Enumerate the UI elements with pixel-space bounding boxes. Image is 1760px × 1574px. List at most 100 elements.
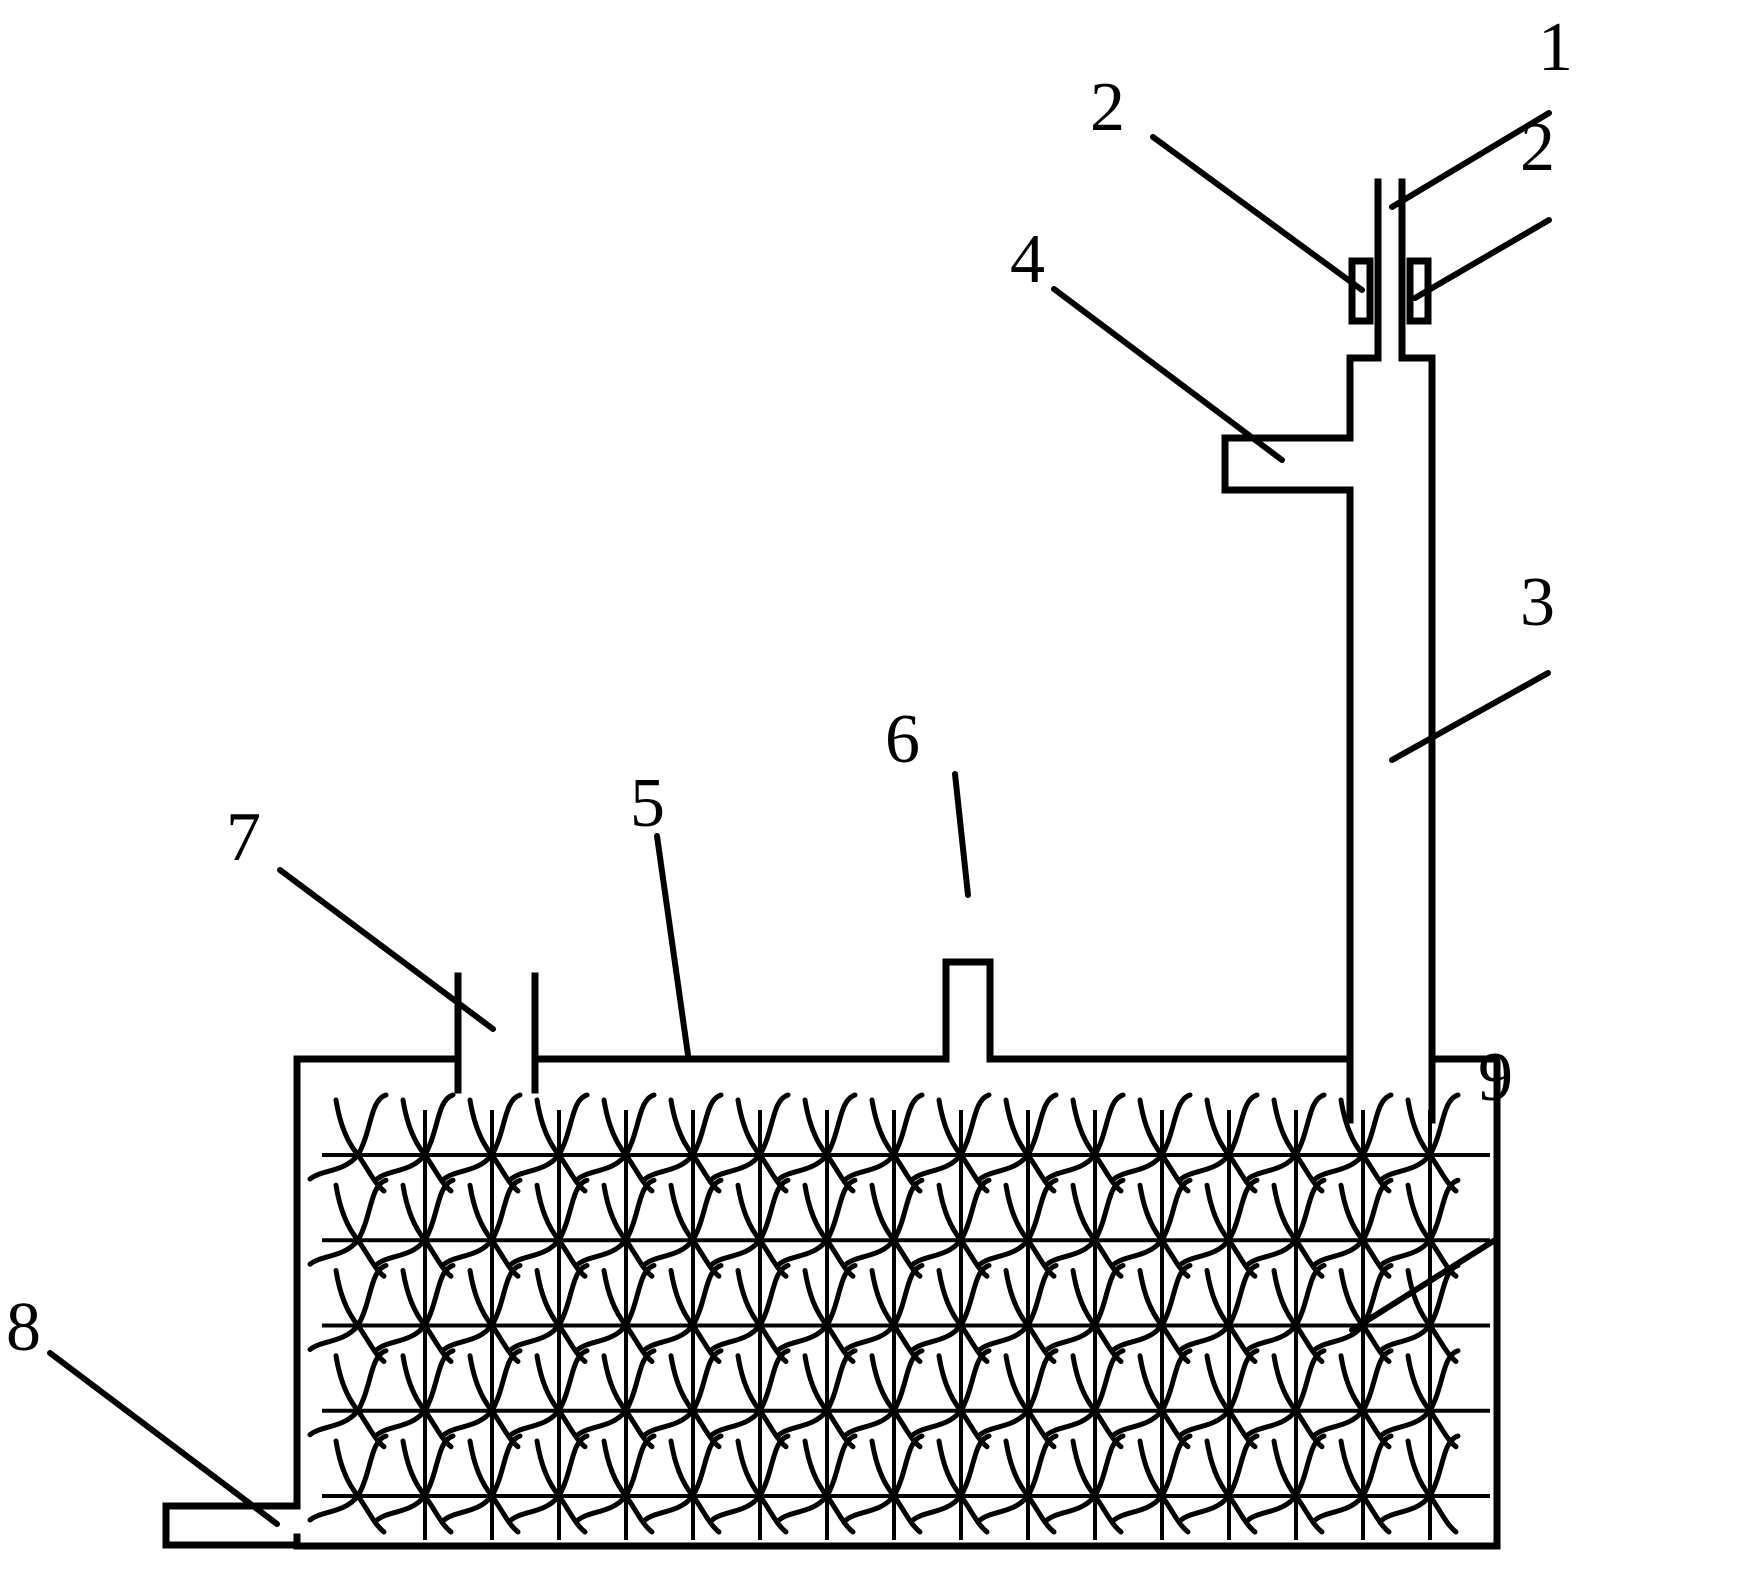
- root-glyph: [1111, 1263, 1193, 1364]
- root-glyph: [977, 1433, 1059, 1535]
- root-glyph: [508, 1433, 590, 1535]
- root-glyph: [1379, 1348, 1461, 1450]
- inlet-pipe: [454, 972, 539, 1094]
- root-glyph: [1044, 1177, 1126, 1279]
- root-glyph: [776, 1433, 858, 1535]
- root-glyph: [709, 1263, 791, 1364]
- root-glyph: [1245, 1092, 1327, 1194]
- root-glyph: [1111, 1092, 1193, 1194]
- root-glyph: [709, 1348, 791, 1450]
- root-glyph: [1044, 1433, 1126, 1535]
- root-glyph: [508, 1263, 590, 1364]
- label-2-left: 2: [1090, 69, 1125, 146]
- root-glyph: [977, 1177, 1059, 1279]
- root-glyph: [910, 1177, 992, 1279]
- root-glyph: [977, 1263, 1059, 1364]
- root-glyph: [642, 1348, 724, 1450]
- root-glyph: [1178, 1348, 1260, 1450]
- root-glyph: [307, 1433, 389, 1535]
- root-glyph: [910, 1092, 992, 1194]
- label-7: 7: [226, 799, 261, 876]
- root-glyph: [776, 1348, 858, 1450]
- root-glyph: [374, 1092, 456, 1194]
- root-glyph: [843, 1177, 925, 1279]
- root-glyph: [508, 1177, 590, 1279]
- root-glyph: [1044, 1348, 1126, 1450]
- root-glyph: [910, 1263, 992, 1364]
- root-glyph: [843, 1433, 925, 1535]
- label-2-right: 2: [1520, 109, 1555, 186]
- root-glyph: [575, 1177, 657, 1279]
- root-glyph: [575, 1263, 657, 1364]
- plant-grid: [307, 1092, 1490, 1540]
- root-glyph: [441, 1348, 523, 1450]
- root-glyph: [575, 1092, 657, 1194]
- leader-9: [1349, 1237, 1498, 1333]
- root-glyph: [1111, 1348, 1193, 1450]
- root-glyph: [642, 1433, 724, 1535]
- tank: [293, 1055, 1501, 1550]
- root-glyph: [1379, 1092, 1461, 1194]
- root-glyph: [843, 1348, 925, 1450]
- root-glyph: [910, 1348, 992, 1450]
- root-glyph: [1312, 1348, 1394, 1450]
- root-glyph: [1044, 1263, 1126, 1364]
- root-glyph: [642, 1263, 724, 1364]
- root-glyph: [843, 1092, 925, 1194]
- root-glyph: [709, 1177, 791, 1279]
- root-glyph: [977, 1092, 1059, 1194]
- tank-lid-far-right: [1428, 1055, 1501, 1550]
- root-glyph: [709, 1092, 791, 1194]
- root-glyph: [1245, 1348, 1327, 1450]
- label-5: 5: [630, 765, 665, 842]
- root-glyph: [575, 1348, 657, 1450]
- labels: 1 2 2 3 4 5 6 7 8 9: [6, 9, 1573, 1366]
- root-glyph: [1178, 1433, 1260, 1535]
- root-glyph: [1379, 1263, 1461, 1364]
- root-glyph: [1245, 1433, 1327, 1535]
- root-glyph: [776, 1263, 858, 1364]
- leader-1: [1389, 110, 1552, 210]
- column-right-wall: [1401, 354, 1436, 1124]
- leader-8: [47, 1350, 280, 1527]
- root-glyph: [508, 1092, 590, 1194]
- clamp-left: [1348, 257, 1374, 325]
- root-glyph: [1111, 1433, 1193, 1535]
- short-port: [942, 958, 994, 1063]
- column-shoulder-left: [1346, 354, 1379, 442]
- root-glyph: [1245, 1177, 1327, 1279]
- leader-5: [654, 833, 691, 1058]
- root-glyph: [575, 1433, 657, 1535]
- label-9: 9: [1478, 1039, 1513, 1116]
- root-glyph: [1178, 1177, 1260, 1279]
- root-glyph: [441, 1177, 523, 1279]
- root-glyph: [1111, 1177, 1193, 1279]
- root-glyph: [843, 1263, 925, 1364]
- label-6: 6: [885, 701, 920, 778]
- root-glyph: [642, 1092, 724, 1194]
- root-glyph: [307, 1092, 389, 1194]
- vertical-column: [1221, 178, 1436, 1124]
- label-3: 3: [1520, 564, 1555, 641]
- root-glyph: [1178, 1263, 1260, 1364]
- leader-6: [952, 771, 971, 898]
- label-8: 8: [6, 1289, 41, 1366]
- label-1: 1: [1538, 9, 1573, 86]
- root-glyph: [1379, 1433, 1461, 1535]
- root-glyph: [776, 1092, 858, 1194]
- root-glyph: [374, 1348, 456, 1450]
- label-4: 4: [1010, 221, 1045, 298]
- root-glyph: [1379, 1177, 1461, 1279]
- drain-outlet: [162, 1502, 301, 1549]
- root-glyph: [441, 1092, 523, 1194]
- leader-lines: [47, 110, 1552, 1527]
- root-glyph: [508, 1348, 590, 1450]
- root-glyph: [307, 1348, 389, 1450]
- leader-2a: [1150, 134, 1365, 293]
- root-glyph: [441, 1263, 523, 1364]
- root-glyph: [1312, 1177, 1394, 1279]
- leader-4: [1051, 286, 1285, 463]
- root-glyph: [374, 1433, 456, 1535]
- root-glyph: [1245, 1263, 1327, 1364]
